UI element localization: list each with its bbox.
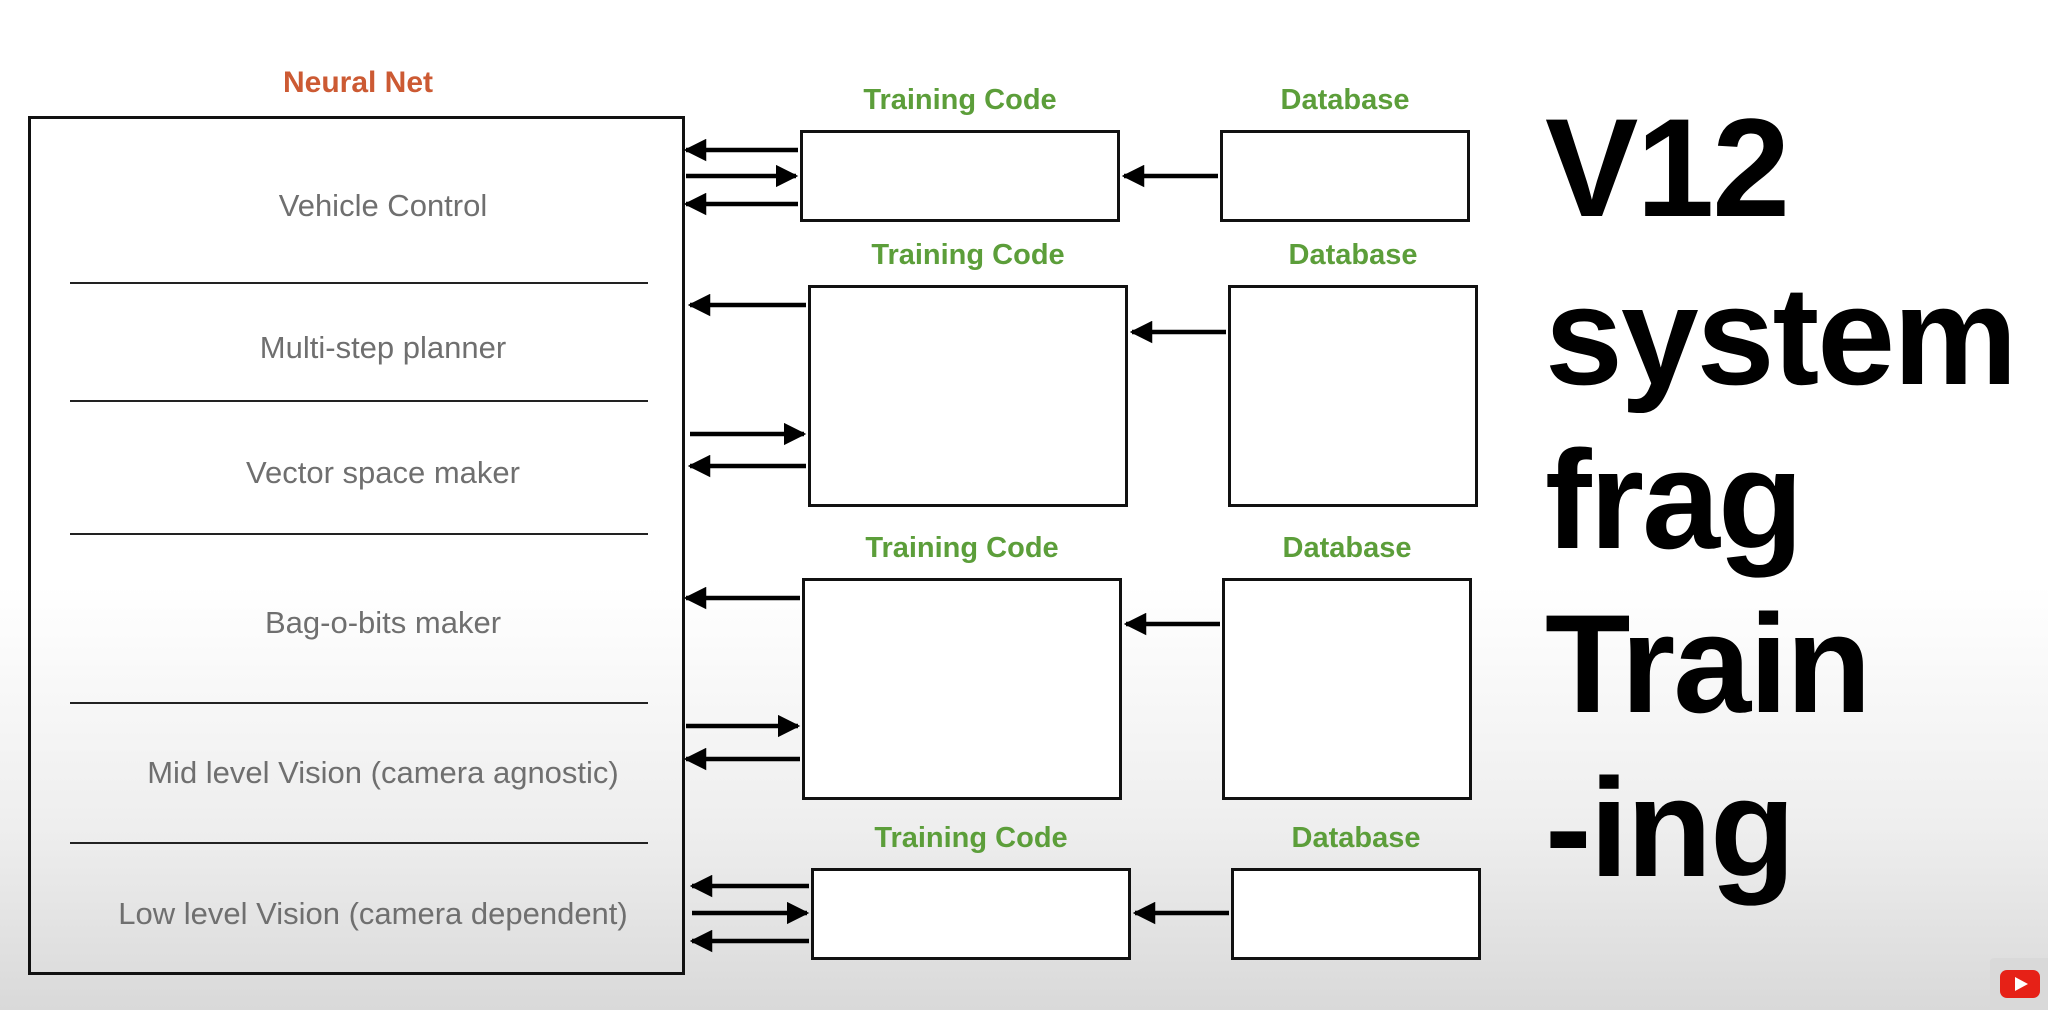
neural-net-title: Neural Net (282, 66, 434, 99)
layer-separator (70, 702, 648, 704)
side-text-train: Train (1545, 585, 1872, 742)
youtube-play-button[interactable] (1990, 958, 2048, 1010)
layer-separator (70, 533, 648, 535)
database-label: Database (1288, 239, 1418, 271)
training-code-box (802, 578, 1122, 800)
database-box (1231, 868, 1481, 960)
database-box (1222, 578, 1472, 800)
training-code-label: Training Code (865, 532, 1059, 564)
training-code-box (811, 868, 1131, 960)
layer-vehicle-control: Vehicle Control (278, 188, 488, 223)
layer-vector-space-maker: Vector space maker (246, 455, 520, 490)
training-code-label: Training Code (863, 84, 1057, 116)
training-code-label: Training Code (874, 822, 1068, 854)
database-label: Database (1291, 822, 1421, 854)
layer-mid-level-vision: Mid level Vision (camera agnostic) (147, 755, 619, 790)
database-label: Database (1280, 84, 1410, 116)
side-text-v12: V12 (1545, 89, 1790, 246)
training-code-box (800, 130, 1120, 222)
layer-bag-o-bits-maker: Bag-o-bits maker (264, 605, 502, 640)
side-text-ing: -ing (1545, 749, 1796, 906)
side-text-frag: frag (1545, 421, 1803, 578)
layer-multi-step-planner: Multi-step planner (259, 330, 507, 365)
training-code-label: Training Code (871, 239, 1065, 271)
layer-separator (70, 282, 648, 284)
database-label: Database (1282, 532, 1412, 564)
layer-separator (70, 842, 648, 844)
youtube-play-icon (2000, 970, 2040, 998)
layer-separator (70, 400, 648, 402)
neural-net-box (28, 116, 685, 975)
training-code-box (808, 285, 1128, 507)
database-box (1220, 130, 1470, 222)
side-text-system: system (1545, 257, 2018, 414)
database-box (1228, 285, 1478, 507)
layer-low-level-vision: Low level Vision (camera dependent) (118, 896, 628, 931)
